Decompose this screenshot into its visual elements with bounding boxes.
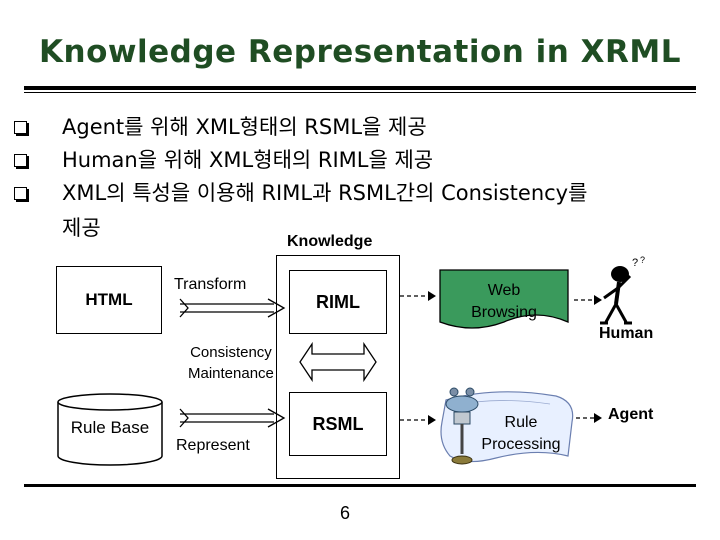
web-browsing-label: Web Browsing bbox=[436, 280, 572, 324]
bullet-text-continuation: 제공 bbox=[62, 216, 101, 240]
html-box: HTML bbox=[56, 266, 162, 334]
square-bullet-icon bbox=[14, 121, 27, 134]
footer-divider bbox=[24, 484, 696, 487]
transform-label: Transform bbox=[174, 276, 247, 293]
page-number: 6 bbox=[339, 503, 350, 523]
bullet-text: Human을 위해 XML형태의 RIML을 제공 bbox=[62, 148, 434, 172]
square-bullet-icon bbox=[14, 154, 27, 167]
consistency-line1: Consistency bbox=[190, 344, 272, 361]
riml-to-web-arrow bbox=[400, 291, 436, 301]
rule-processing-label: Rule Processing bbox=[464, 412, 578, 456]
web-browsing-shape bbox=[439, 269, 569, 329]
rule-base-cylinder bbox=[57, 393, 163, 466]
riml-box: RIML bbox=[289, 270, 387, 334]
title-divider bbox=[24, 86, 696, 90]
rsml-label: RSML bbox=[312, 413, 364, 434]
web-to-human-arrow bbox=[574, 295, 602, 305]
rsml-to-rule-processing-arrow bbox=[400, 415, 436, 425]
html-label: HTML bbox=[85, 290, 133, 309]
human-figure-icon: ? ? bbox=[600, 255, 645, 325]
consistency-double-arrow bbox=[299, 341, 377, 383]
knowledge-label: Knowledge bbox=[287, 233, 373, 250]
agent-label: Agent bbox=[608, 406, 654, 423]
rule-base-label: Rule Base bbox=[70, 418, 150, 437]
svg-text:?: ? bbox=[640, 255, 645, 265]
title-divider-thin bbox=[24, 92, 696, 93]
bullet-text: XML의 특성을 이용해 RIML과 RSML간의 Consistency를 bbox=[62, 181, 588, 205]
rule-processing-line1: Rule bbox=[504, 414, 538, 431]
riml-label: RIML bbox=[316, 291, 360, 312]
transform-arrow bbox=[179, 298, 286, 318]
rsml-box: RSML bbox=[289, 392, 387, 456]
rule-processing-line2: Processing bbox=[481, 436, 561, 453]
represent-label: Represent bbox=[176, 437, 250, 454]
consistency-label: Consistency Maintenance bbox=[188, 342, 274, 384]
bullet-text: Agent를 위해 XML형태의 RSML을 제공 bbox=[62, 115, 427, 139]
rule-processing-to-agent-arrow bbox=[576, 413, 602, 423]
web-browsing-line2: Browsing bbox=[471, 304, 537, 321]
knowledge-frame bbox=[276, 255, 400, 479]
slide-title: Knowledge Representation in XRML bbox=[38, 34, 682, 70]
human-label: Human bbox=[599, 325, 654, 342]
web-browsing-line1: Web bbox=[487, 282, 521, 299]
square-bullet-icon bbox=[14, 187, 27, 200]
represent-arrow bbox=[179, 408, 286, 428]
svg-text:?: ? bbox=[632, 257, 638, 269]
consistency-line2: Maintenance bbox=[188, 365, 274, 382]
robot-icon bbox=[445, 387, 479, 465]
